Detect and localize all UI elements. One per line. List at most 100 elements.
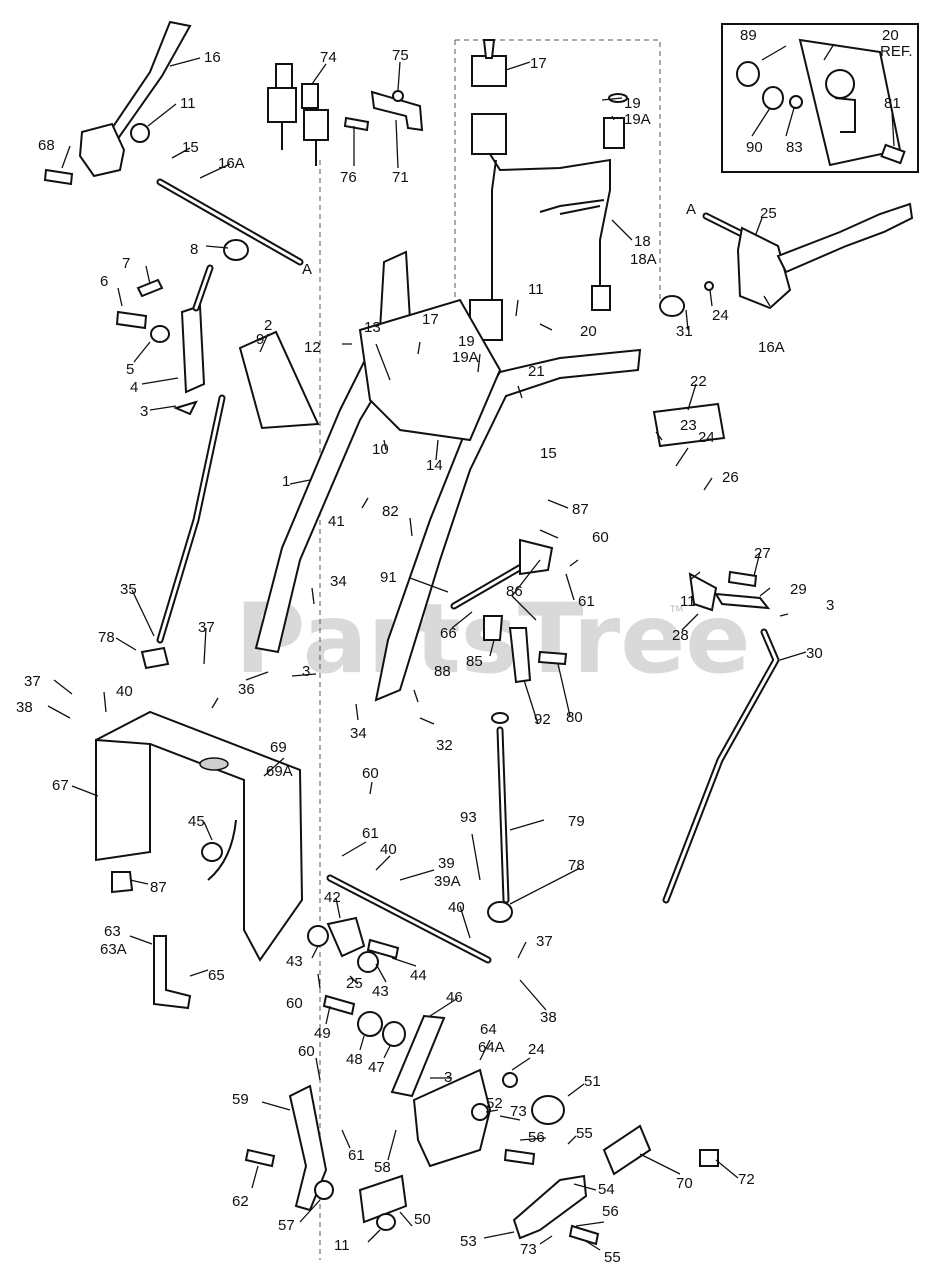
label-8: 8 [190, 241, 198, 258]
inset-box [721, 23, 919, 173]
label-60-top: 60 [592, 529, 609, 546]
label-61-mid: 61 [362, 825, 379, 842]
label-7: 7 [122, 255, 130, 272]
knob-8 [223, 239, 249, 261]
label-51: 51 [584, 1073, 601, 1090]
bolt-44 [366, 938, 400, 960]
label-11-mid: 11 [528, 281, 544, 298]
label-9: 9 [256, 331, 264, 348]
frame-67 [95, 710, 304, 962]
label-19A-mid: 19A [452, 349, 479, 366]
label-60-bottom: 60 [298, 1043, 315, 1060]
label-ref: REF. [880, 43, 913, 60]
rod-39 [326, 874, 492, 964]
label-63: 63 [104, 923, 121, 940]
label-43-right: 43 [372, 983, 389, 1000]
label-73-top: 73 [510, 1103, 527, 1120]
label-A-right: A [686, 201, 696, 218]
label-4: 4 [130, 379, 138, 396]
label-16A-top: 16A [218, 155, 245, 172]
spring-31 [659, 295, 686, 317]
label-57: 57 [278, 1217, 295, 1234]
label-19-mid: 19 [458, 333, 475, 350]
label-41: 41 [328, 513, 345, 530]
label-89: 89 [740, 27, 757, 44]
label-62: 62 [232, 1193, 249, 1210]
label-37-left: 37 [198, 619, 215, 636]
shift-lever-16A [659, 202, 914, 317]
label-79: 79 [568, 813, 585, 830]
label-23: 23 [680, 417, 697, 434]
bolt-27 [727, 570, 758, 588]
label-20-ref: 20 [882, 27, 899, 44]
bolt-62 [244, 1148, 276, 1168]
washer-83 [789, 95, 803, 109]
wire-harness-18 [469, 39, 628, 341]
label-90: 90 [746, 139, 763, 156]
label-37-right: 37 [536, 933, 553, 950]
label-64: 64 [480, 1021, 497, 1038]
label-31: 31 [676, 323, 693, 340]
label-63A: 63A [100, 941, 127, 958]
washer-24-low [502, 1072, 518, 1088]
bushing-45 [201, 842, 223, 862]
spring-7 [136, 278, 164, 298]
label-58: 58 [374, 1159, 391, 1176]
leader-lines [47, 43, 895, 1251]
label-81: 81 [884, 95, 901, 112]
label-34-mid: 34 [350, 725, 367, 742]
label-70: 70 [676, 1175, 693, 1192]
label-64A: 64A [478, 1039, 505, 1056]
label-36: 36 [238, 681, 255, 698]
label-16A-right: 16A [758, 339, 785, 356]
label-24-mid: 24 [698, 429, 715, 446]
label-5: 5 [126, 361, 134, 378]
label-88: 88 [434, 663, 451, 680]
label-44: 44 [410, 967, 427, 984]
plate-64 [412, 1068, 565, 1168]
bushing-85 [483, 615, 504, 641]
label-69: 69 [270, 739, 287, 756]
label-34-top: 34 [330, 573, 347, 590]
label-18A: 18A [630, 251, 657, 268]
label-18: 18 [634, 233, 651, 250]
bolt-68 [43, 168, 74, 186]
bolt-6 [115, 310, 148, 330]
label-21: 21 [528, 363, 545, 380]
label-49: 49 [314, 1025, 331, 1042]
rod-35 [140, 394, 226, 670]
label-16-top: 16 [204, 49, 221, 66]
label-40-right: 40 [448, 899, 465, 916]
label-38-left: 38 [16, 699, 33, 716]
label-A-left: A [302, 261, 312, 278]
label-82: 82 [382, 503, 399, 520]
shift-lever-16 [43, 20, 192, 186]
cap-78-left [140, 646, 170, 670]
label-54: 54 [598, 1181, 615, 1198]
knob-51 [531, 1095, 565, 1125]
rod-29 [714, 592, 771, 610]
label-56-low: 56 [602, 1203, 619, 1220]
bolt-80 [537, 650, 568, 666]
label-74: 74 [320, 49, 337, 66]
label-53: 53 [460, 1233, 477, 1250]
label-3-left: 3 [140, 403, 148, 420]
label-55-low: 55 [604, 1249, 621, 1266]
label-48: 48 [346, 1051, 363, 1068]
bushing-11-bottom [376, 1213, 396, 1231]
cam-42 [307, 916, 400, 973]
label-75: 75 [392, 47, 409, 64]
bushing-43-right [357, 951, 379, 973]
label-59: 59 [232, 1091, 249, 1108]
label-24-top: 24 [712, 307, 729, 324]
label-93: 93 [460, 809, 477, 826]
bracket-4 [115, 239, 249, 416]
label-76: 76 [340, 169, 357, 186]
label-14: 14 [426, 457, 443, 474]
rod-30 [662, 628, 780, 904]
label-40-left: 40 [116, 683, 133, 700]
label-11-bottom: 11 [334, 1237, 350, 1254]
guide-line-frame [455, 39, 661, 300]
bushing-43-left [307, 925, 329, 947]
label-56-top: 56 [528, 1129, 545, 1146]
